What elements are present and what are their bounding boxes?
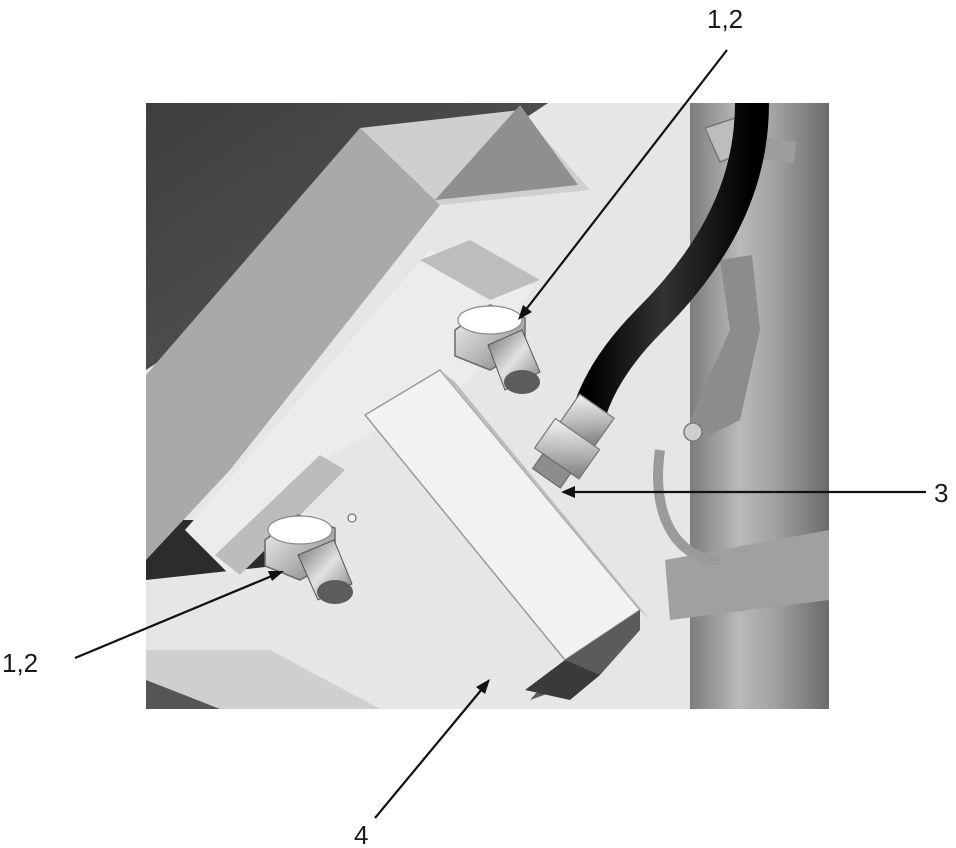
post-collar — [665, 530, 829, 620]
callout-label-clamp-bar: 4 — [354, 820, 368, 848]
mounting-bar-top — [435, 105, 578, 200]
arrowhead-fitting — [561, 486, 575, 498]
illustration — [146, 103, 829, 709]
latch-pin — [683, 422, 703, 442]
bracket-lower-block — [215, 455, 345, 575]
clamp-bar-side — [440, 370, 650, 620]
leader-line-clamp-bar — [374, 682, 488, 819]
base-wedge — [146, 650, 380, 709]
leader-line-lower-nut — [74, 571, 280, 660]
bracket-top-block — [420, 240, 540, 300]
arrowhead-upper-nut — [518, 305, 532, 320]
post-strap — [653, 449, 721, 565]
arrowhead-clamp-bar — [476, 679, 490, 694]
hose-fitting — [531, 393, 615, 489]
upper-nut-assembly — [454, 304, 541, 394]
callout-label-upper-nut: 1,2 — [707, 4, 743, 34]
leader-line-upper-nut — [520, 49, 728, 317]
arrowhead-lower-nut — [268, 571, 284, 581]
bracket-plate — [185, 250, 535, 575]
base-dark-edge — [146, 680, 220, 709]
callout-label-fitting: 3 — [934, 478, 948, 508]
clamp-bar-end-face — [525, 660, 600, 700]
callouts: 1,2 1,2 3 4 — [2, 4, 948, 848]
hydraulic-hose — [573, 103, 769, 416]
latch-handle — [690, 255, 760, 440]
lower-nut-assembly — [264, 513, 357, 604]
callout-label-lower-nut: 1,2 — [2, 648, 38, 678]
mounting-bar — [146, 128, 440, 560]
